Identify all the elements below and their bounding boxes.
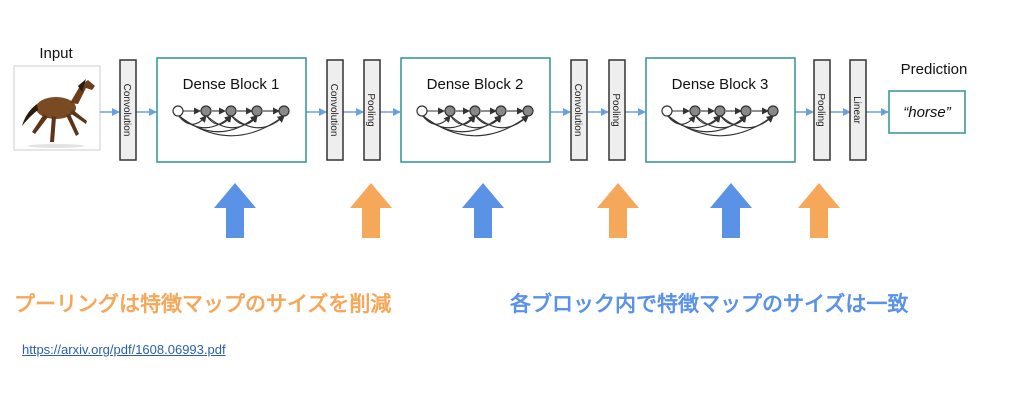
dense-connections-1 — [177, 107, 285, 137]
svg-text:Linear: Linear — [851, 96, 862, 124]
svg-text:Dense Block 1: Dense Block 1 — [183, 76, 280, 93]
orange-up-arrow-2 — [597, 183, 639, 238]
horse-image — [13, 65, 101, 151]
layer-convolution-1: Convolution — [119, 59, 137, 161]
dense-block-2: Dense Block 2 — [400, 57, 551, 163]
svg-text:Convolution: Convolution — [328, 84, 339, 137]
dense-connections-2 — [421, 107, 529, 137]
blue-up-arrow-1 — [214, 183, 256, 238]
blue-up-arrow-3 — [710, 183, 752, 238]
orange-up-arrow-3 — [798, 183, 840, 238]
layer-pooling-1: Pooling — [363, 59, 381, 161]
block-caption: 各ブロック内で特徴マップのサイズは一致 — [510, 292, 909, 316]
dense-block-1: Dense Block 1 — [156, 57, 307, 163]
up-arrows — [214, 183, 840, 238]
svg-text:Pooling: Pooling — [815, 93, 826, 126]
layer-convolution-2: Convolution — [326, 59, 344, 161]
input-label: Input — [39, 45, 73, 62]
layer-pooling-2: Pooling — [608, 59, 626, 161]
layer-linear: Linear — [849, 59, 867, 161]
pooling-caption: プーリングは特徴マップのサイズを削減 — [14, 292, 392, 316]
layer-convolution-3: Convolution — [570, 59, 588, 161]
densenet-diagram: Input Convolution C — [13, 45, 968, 238]
dense-connections-3 — [666, 107, 774, 137]
svg-text:Convolution: Convolution — [572, 84, 583, 137]
reference-link[interactable]: https://arxiv.org/pdf/1608.06993.pdf — [22, 342, 226, 357]
dense-block-3: Dense Block 3 — [645, 57, 796, 163]
blue-up-arrow-2 — [462, 183, 504, 238]
prediction-output-box: “horse” — [888, 90, 966, 134]
layer-pooling-3: Pooling — [813, 59, 831, 161]
prediction-label: Prediction — [901, 61, 968, 78]
svg-text:Pooling: Pooling — [610, 93, 621, 126]
svg-text:Pooling: Pooling — [365, 93, 376, 126]
svg-text:Dense Block 2: Dense Block 2 — [427, 76, 524, 93]
prediction-output-text: “horse” — [903, 104, 952, 121]
orange-up-arrow-1 — [350, 183, 392, 238]
svg-text:Convolution: Convolution — [121, 84, 132, 137]
svg-text:Dense Block 3: Dense Block 3 — [672, 76, 769, 93]
